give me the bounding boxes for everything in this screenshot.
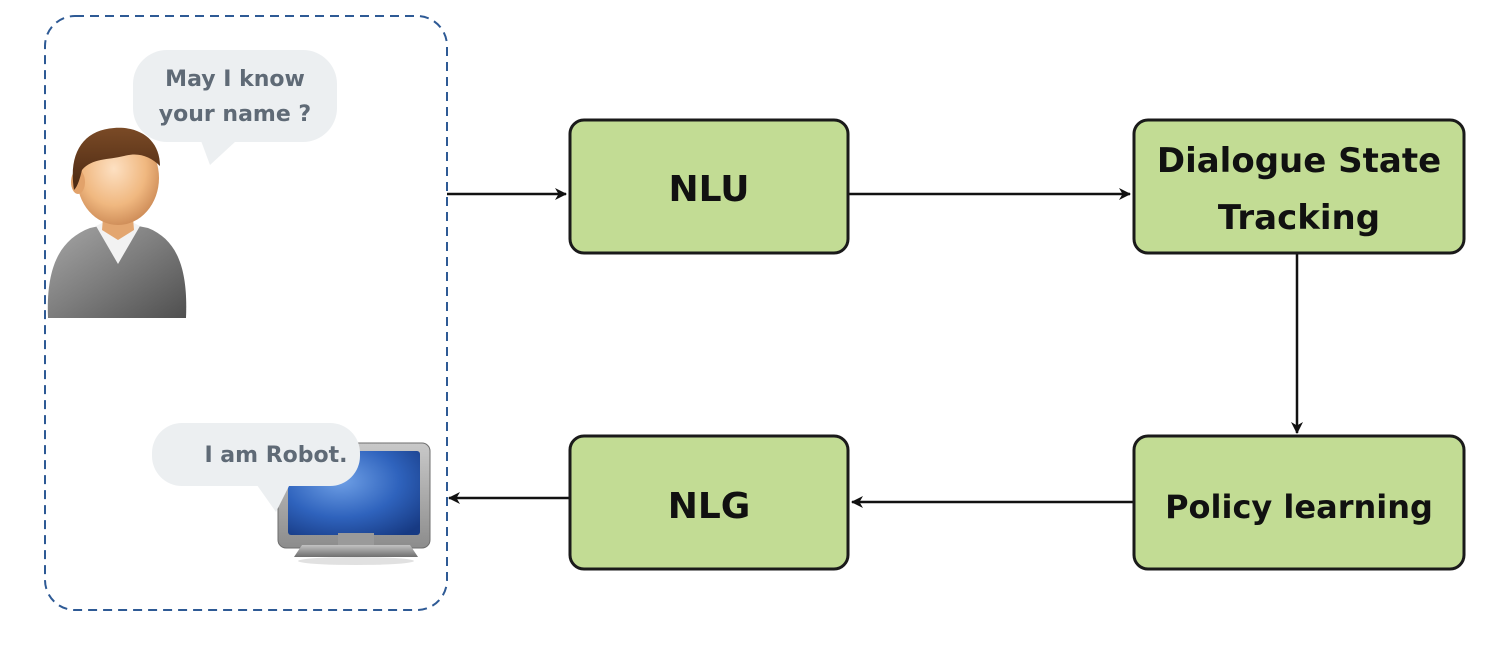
interaction-frame [44, 15, 448, 611]
dst-label-line1: Dialogue State [1157, 141, 1441, 181]
policy-label: Policy learning [1165, 488, 1433, 526]
user-avatar-icon [47, 127, 187, 318]
user-bubble-line1: May I know [165, 67, 305, 92]
dst-label-line2: Tracking [1218, 198, 1380, 238]
nlu-module: NLU [568, 118, 850, 255]
nlg-label: NLG [668, 486, 751, 527]
user-speech-bubble: May I know your name ? [133, 50, 337, 165]
nlg-module: NLG [568, 434, 850, 571]
nlu-label: NLU [668, 169, 749, 210]
computer-monitor-icon [277, 442, 431, 565]
dialogue-state-tracking-module: Dialogue State Tracking [1132, 118, 1466, 255]
robot-bubble-text: I am Robot. [204, 443, 347, 468]
user-bubble-line2: your name ? [159, 102, 311, 127]
robot-speech-bubble: I am Robot. [152, 423, 360, 512]
policy-learning-module: Policy learning [1132, 434, 1466, 571]
